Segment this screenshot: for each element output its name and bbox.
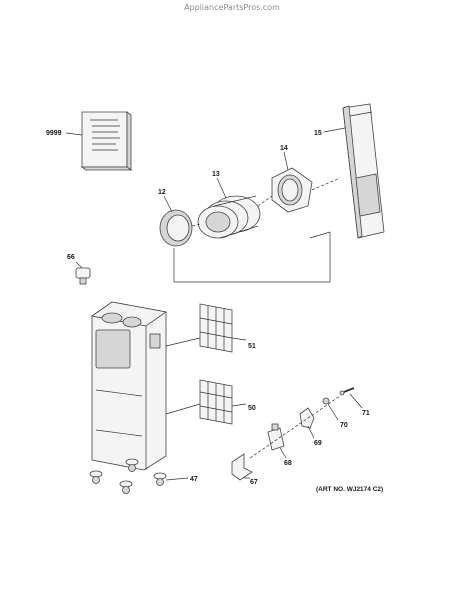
part-71-screw[interactable] xyxy=(339,387,355,396)
part-70-bolt[interactable] xyxy=(322,397,330,405)
label-50: 50 xyxy=(248,405,256,412)
label-67: 67 xyxy=(250,479,258,486)
art-number: (ART NO. WJ2174 C2) xyxy=(316,486,383,493)
label-71: 71 xyxy=(362,410,370,417)
part-50-filter[interactable] xyxy=(199,379,233,425)
label-70: 70 xyxy=(340,422,348,429)
part-51-filter[interactable] xyxy=(199,303,233,353)
watermark-text: AppliancePartsPros.com xyxy=(184,3,280,12)
label-12: 12 xyxy=(158,189,166,196)
label-69: 69 xyxy=(314,440,322,447)
label-66: 66 xyxy=(67,254,75,261)
part-9999-manual[interactable] xyxy=(80,111,133,171)
part-13-exhaust-hose[interactable] xyxy=(197,195,261,239)
unit-cabinet xyxy=(90,301,168,471)
part-67-mount-bracket[interactable] xyxy=(231,453,253,481)
label-13: 13 xyxy=(212,171,220,178)
part-14-exhaust-adapter[interactable] xyxy=(271,167,313,213)
label-9999: 9999 xyxy=(46,130,62,137)
part-47-caster[interactable] xyxy=(89,458,167,494)
label-14: 14 xyxy=(280,145,288,152)
label-51: 51 xyxy=(248,343,256,350)
part-15-window-panel[interactable] xyxy=(342,103,385,239)
label-15: 15 xyxy=(314,130,322,137)
label-68: 68 xyxy=(284,460,292,467)
label-47: 47 xyxy=(190,476,198,483)
part-66-connector[interactable] xyxy=(75,267,91,285)
part-69-bracket[interactable] xyxy=(299,407,315,429)
part-68-clip[interactable] xyxy=(267,423,285,451)
part-12-hose-ring[interactable] xyxy=(159,209,193,247)
